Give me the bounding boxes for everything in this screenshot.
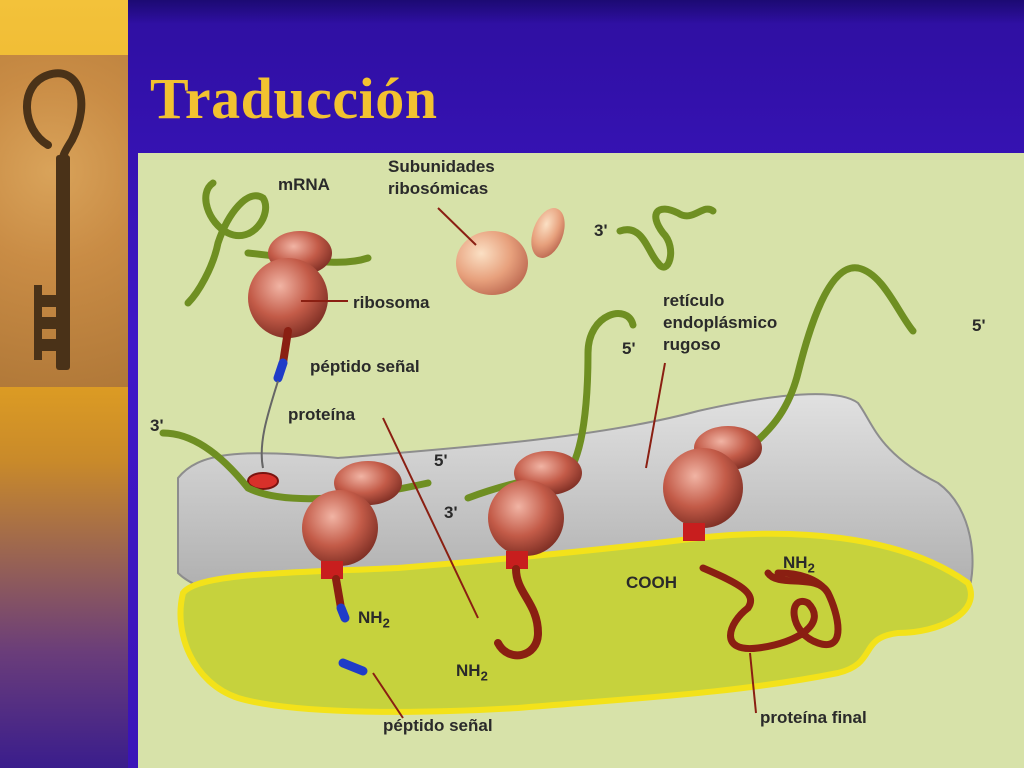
srp-receptor <box>247 472 279 490</box>
label-proteina: proteína <box>288 405 356 424</box>
mrna-strand-3 <box>739 264 917 457</box>
slide-title: Traducción <box>150 66 438 131</box>
label-mrna: mRNA <box>278 175 330 194</box>
label-3prime-mid: 3' <box>444 503 458 522</box>
top-shade <box>128 0 1024 24</box>
label-5prime-1: 5' <box>434 451 448 470</box>
label-3prime-left: 3' <box>150 416 164 435</box>
label-peptido-senal-top: péptido señal <box>310 357 420 376</box>
label-reticulo-3: rugoso <box>663 335 721 354</box>
key-icon <box>23 69 86 370</box>
label-3prime-top: 3' <box>594 221 608 240</box>
mrna-strand-top-right <box>616 205 717 271</box>
label-reticulo-2: endoplásmico <box>663 313 778 332</box>
ribosomal-subunit-small <box>531 208 565 258</box>
translation-diagram: mRNA Subunidades ribosómicas ribosoma pé… <box>138 153 1024 768</box>
label-peptido-senal-bottom: péptido señal <box>383 716 493 735</box>
ribosomal-subunit-large <box>456 231 528 295</box>
label-5prime-3: 5' <box>972 316 986 335</box>
label-nh2-3: NH2 <box>783 553 815 576</box>
diagram-drawing <box>159 179 974 719</box>
final-protein <box>699 564 842 652</box>
label-proteina-final: proteína final <box>760 708 867 727</box>
label-ribosoma: ribosoma <box>353 293 430 312</box>
label-nh2-2: NH2 <box>456 661 488 684</box>
free-ribosome-large <box>248 258 328 338</box>
label-nh2-1: NH2 <box>358 608 390 631</box>
label-cooh: COOH <box>626 573 677 592</box>
key-image <box>0 55 128 387</box>
label-subunidades-2: ribosómicas <box>388 179 489 198</box>
label-subunidades-1: Subunidades <box>388 157 495 176</box>
label-5prime-2: 5' <box>622 339 636 358</box>
label-reticulo-1: retículo <box>663 291 725 310</box>
